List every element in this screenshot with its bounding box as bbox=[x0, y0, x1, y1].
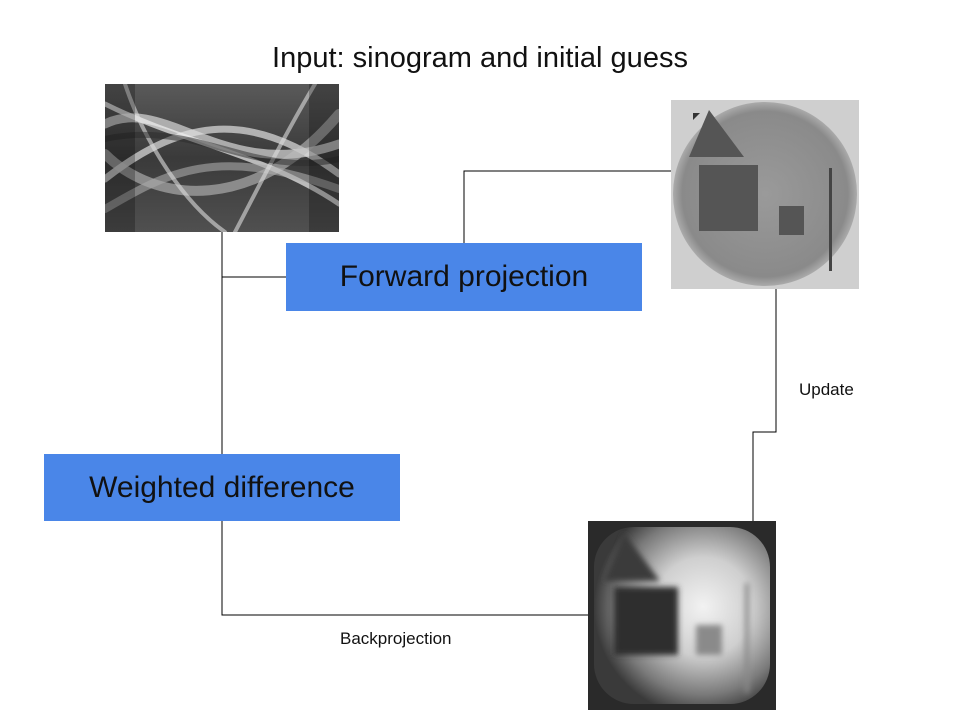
connector-difference-to-backprojection bbox=[221, 521, 588, 616]
update-edge-label: Update bbox=[799, 380, 854, 399]
forward-projection-label: Forward projection bbox=[339, 260, 589, 293]
connector-update bbox=[752, 289, 777, 521]
weighted-difference-label: Weighted difference bbox=[89, 470, 355, 504]
backprojection-edge-label: Backprojection bbox=[340, 629, 452, 648]
connector-forward-to-guess bbox=[463, 170, 671, 243]
thin-bar-shape bbox=[829, 168, 832, 271]
large-square-shape bbox=[699, 165, 758, 231]
weighted-difference-box: Weighted difference bbox=[44, 454, 400, 521]
backprojection-image bbox=[588, 521, 776, 710]
sinogram-image bbox=[105, 84, 339, 232]
diagram-title: Input: sinogram and initial guess bbox=[272, 42, 688, 74]
triangle-shape bbox=[689, 110, 744, 157]
forward-projection-box: Forward projection bbox=[286, 243, 642, 311]
small-square-shape bbox=[779, 206, 804, 235]
reconstruction-image bbox=[671, 100, 859, 289]
